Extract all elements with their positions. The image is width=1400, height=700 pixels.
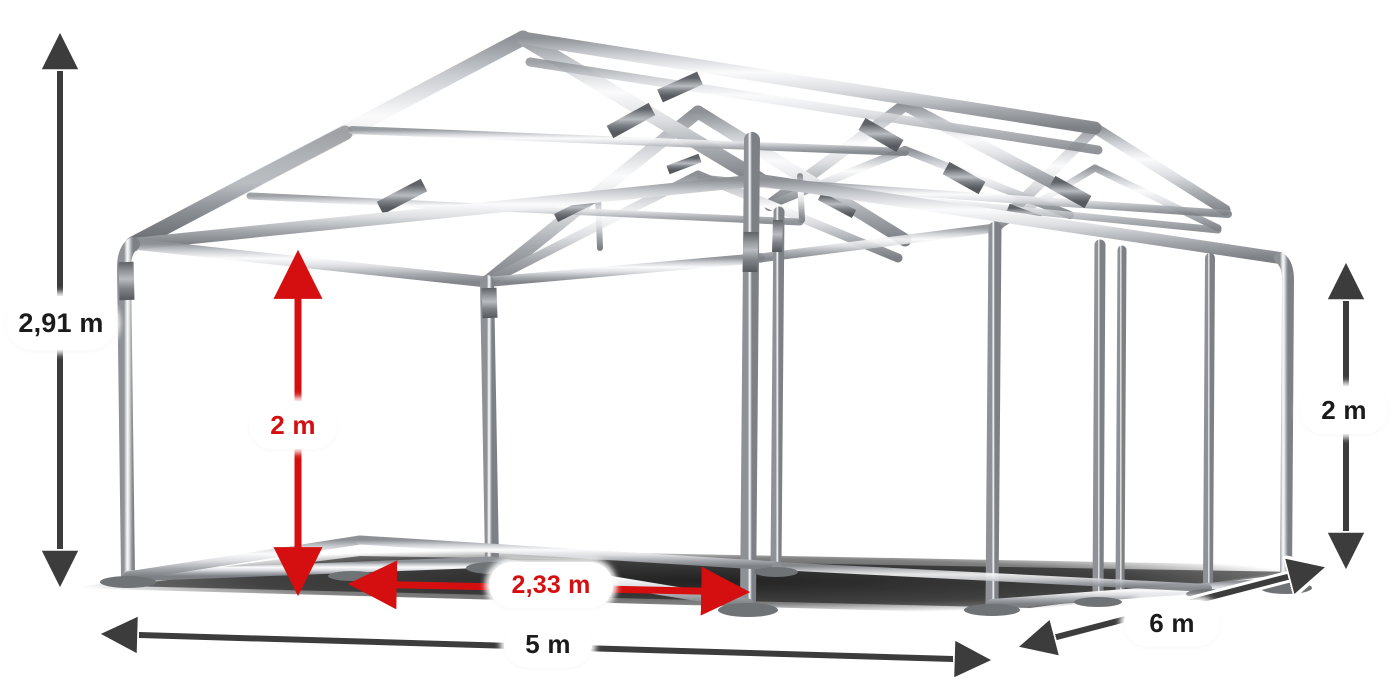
roof-structure bbox=[125, 30, 1232, 289]
dimension-label-height-side-left: 2 m bbox=[249, 401, 337, 449]
dimension-label-width-eave: 2,33 m bbox=[489, 562, 613, 608]
post-sleeves-small bbox=[772, 219, 1214, 292]
post-rear-right-corner bbox=[1274, 252, 1295, 588]
roof-joint-sleeves bbox=[376, 71, 1092, 215]
ridge-beam bbox=[516, 31, 1103, 155]
wall-posts bbox=[116, 123, 1295, 612]
dimension-label-depth-side: 6 m bbox=[1124, 600, 1220, 646]
dimension-label-height-total: 2,91 m bbox=[6, 296, 116, 350]
post-right-3 bbox=[1203, 253, 1215, 593]
dimension-label-height-side-right: 2 m bbox=[1300, 386, 1388, 434]
eave-beam-front bbox=[127, 174, 766, 250]
eave-beam-inner bbox=[482, 253, 765, 287]
eave-beams bbox=[127, 174, 1286, 540]
post-right-2b bbox=[1115, 245, 1127, 597]
post-inner-second bbox=[770, 206, 785, 572]
post-front-right bbox=[480, 275, 499, 569]
post-sleeves bbox=[118, 150, 1294, 319]
eave-beam-right bbox=[754, 174, 1286, 264]
post-right-1 bbox=[985, 221, 1002, 611]
eave-beam-front-left bbox=[127, 238, 493, 288]
post-right-2 bbox=[1092, 239, 1106, 602]
post-ridge-centre bbox=[740, 132, 760, 612]
dimension-label-width-front: 5 m bbox=[504, 621, 592, 667]
